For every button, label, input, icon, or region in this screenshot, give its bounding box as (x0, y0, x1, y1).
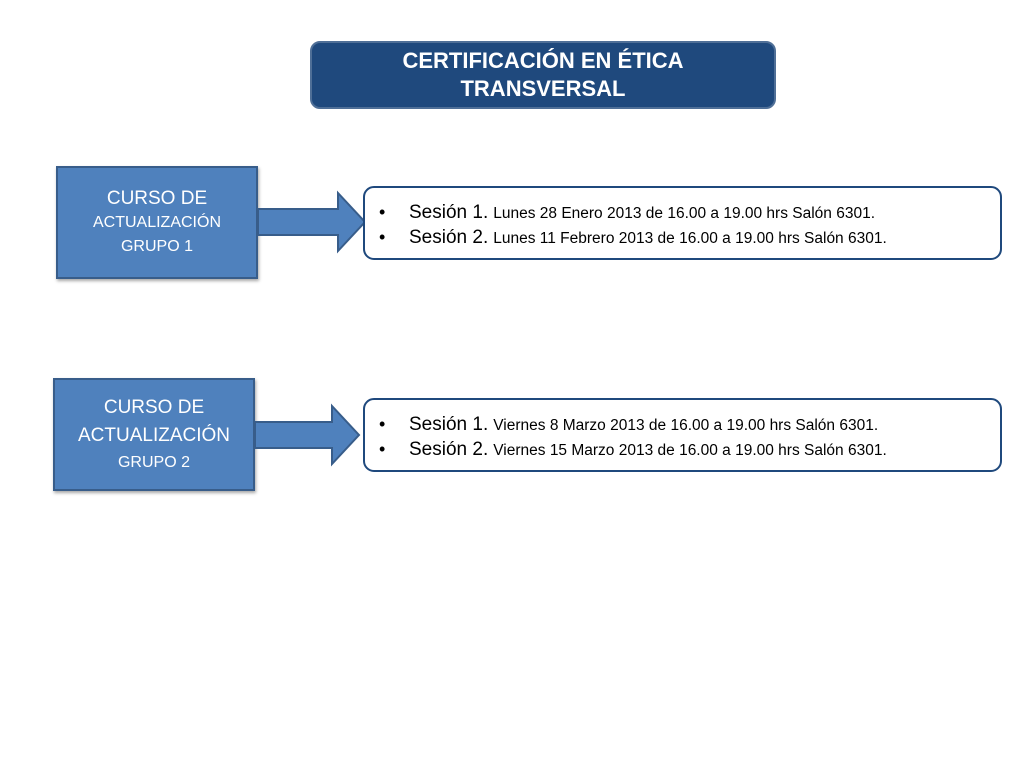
course-box-group-2: CURSO DE ACTUALIZACIÓN GRUPO 2 (53, 378, 255, 491)
session-name: Sesión 1. (409, 202, 489, 223)
sessions-box-group-2: • Sesión 1. Viernes 8 Marzo 2013 de 16.0… (363, 398, 1002, 472)
session-detail: Viernes 15 Marzo 2013 de 16.00 a 19.00 h… (493, 442, 887, 459)
session-item: • Sesión 1. Lunes 28 Enero 2013 de 16.00… (379, 202, 1000, 227)
session-detail: Lunes 28 Enero 2013 de 16.00 a 19.00 hrs… (493, 205, 876, 222)
course-line-1: CURSO DE (103, 396, 205, 418)
course-box-group-1: CURSO DE ACTUALIZACIÓN GRUPO 1 (56, 166, 258, 279)
session-name: Sesión 2. (409, 439, 489, 460)
course-group-label: GRUPO 2 (117, 453, 190, 471)
bullet: • (379, 439, 386, 459)
course-line-1: CURSO DE (106, 187, 208, 209)
bullet: • (379, 202, 386, 222)
right-arrow-icon-group-1 (258, 190, 367, 254)
title-box: CERTIFICACIÓN EN ÉTICA TRANSVERSAL (310, 41, 776, 109)
session-detail: Lunes 11 Febrero 2013 de 16.00 a 19.00 h… (493, 230, 887, 247)
sessions-box-group-1: • Sesión 1. Lunes 28 Enero 2013 de 16.00… (363, 186, 1002, 260)
session-detail: Viernes 8 Marzo 2013 de 16.00 a 19.00 hr… (493, 417, 879, 434)
session-item: • Sesión 2. Lunes 11 Febrero 2013 de 16.… (379, 227, 1000, 252)
course-line-2: ACTUALIZACIÓN (92, 213, 221, 231)
course-group-label: GRUPO 1 (120, 237, 193, 255)
title-line-2: TRANSVERSAL (460, 76, 626, 101)
title-line-1: CERTIFICACIÓN EN ÉTICA (402, 48, 684, 73)
course-line-2: ACTUALIZACIÓN (77, 424, 231, 446)
session-name: Sesión 2. (409, 227, 489, 248)
session-item: • Sesión 2. Viernes 15 Marzo 2013 de 16.… (379, 439, 1000, 464)
bullet: • (379, 227, 386, 247)
right-arrow-icon-group-2 (255, 403, 361, 467)
bullet: • (379, 414, 386, 434)
session-name: Sesión 1. (409, 414, 489, 435)
session-item: • Sesión 1. Viernes 8 Marzo 2013 de 16.0… (379, 414, 1000, 439)
